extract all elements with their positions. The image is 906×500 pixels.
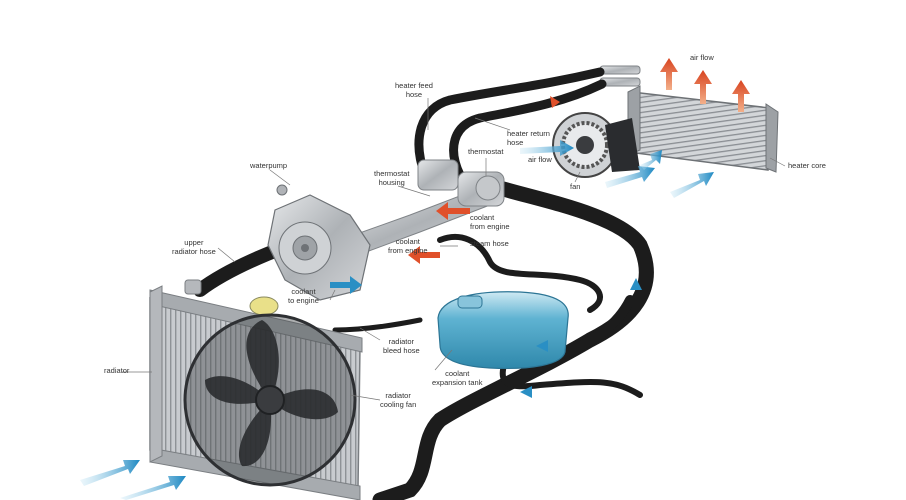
label-heater-return-hose: heater return hose (507, 129, 550, 147)
leader-lines (122, 98, 786, 401)
hose-flow-arrows (520, 96, 642, 398)
label-upper-radiator-hose: upper radiator hose (172, 238, 216, 256)
blower-fan (552, 112, 640, 178)
coolant-from-engine-arrow-left (408, 246, 440, 264)
coolant-to-engine-arrow (330, 276, 362, 294)
waterpump (267, 184, 371, 301)
label-fan: fan (570, 182, 581, 191)
hot-air-arrows (660, 58, 750, 112)
label-air-flow-fan: air flow (528, 155, 552, 164)
label-heater-core: heater core (788, 161, 826, 170)
cold-air-arrows (80, 140, 714, 500)
label-coolant-to-engine: coolant to engine (288, 287, 319, 305)
label-thermostat-housing: thermostat housing (374, 169, 410, 187)
label-coolant-expansion-tank: coolant expansion tank (432, 369, 483, 387)
label-waterpump: waterpump (250, 161, 288, 170)
label-steam-hose: steam hose (470, 239, 509, 248)
coolant-from-engine-arrow-right (436, 202, 470, 220)
label-radiator: radiator (104, 366, 130, 375)
hoses (193, 67, 654, 500)
radiator-cooling-fan (183, 313, 357, 487)
label-coolant-from-engine-right: coolant from engine (470, 213, 510, 231)
label-heater-feed-hose: heater feed hose (395, 81, 433, 99)
label-thermostat: thermostat (468, 147, 504, 156)
label-radiator-bleed-hose: radiator bleed hose (383, 337, 420, 355)
label-radiator-cooling-fan: radiator cooling fan (380, 391, 417, 409)
label-coolant-from-engine-left: coolant from engine (388, 237, 428, 255)
label-air-flow-top: air flow (690, 53, 714, 62)
coolant-expansion-tank (437, 291, 569, 369)
